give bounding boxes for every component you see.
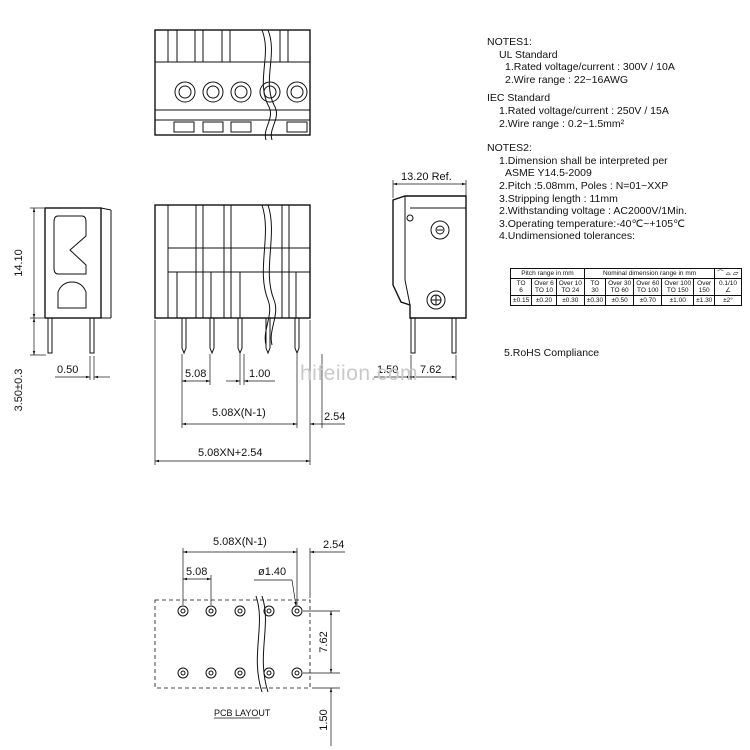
dim-pitch: 5.08 bbox=[185, 368, 206, 380]
dim-side-offset: 1.50 bbox=[377, 364, 398, 376]
front-dims: 5.08 1.00 5.08X(N-1) 2.54 5.08XN+2.54 bbox=[154, 320, 345, 465]
tol-value: ±1.00 bbox=[661, 295, 695, 306]
pcb-hole-row-2 bbox=[177, 667, 303, 679]
tol-value: ±0.70 bbox=[633, 295, 663, 306]
top-screw-3 bbox=[230, 81, 252, 103]
right-upper-screw bbox=[430, 220, 450, 240]
pcb-dim-hole: ø1.40 bbox=[258, 566, 286, 578]
pcb-dim-pitch: 5.08 bbox=[186, 566, 207, 578]
tol-head-symbols: ⌒ ⌓ ⏥ bbox=[714, 268, 742, 279]
watermark: hifeiion.com bbox=[300, 362, 419, 385]
tol-value: ±0.15 bbox=[509, 295, 533, 306]
top-screw-1 bbox=[174, 81, 196, 103]
pcb-layout-title: PCB LAYOUT bbox=[214, 708, 271, 718]
tol-value: ±0.30 bbox=[555, 295, 585, 306]
right-side-view bbox=[392, 195, 467, 354]
iec-heading: IEC Standard bbox=[487, 92, 551, 105]
dim-pin: 1.00 bbox=[249, 368, 270, 380]
notes2-item: 4.Undimensioned tolerances: bbox=[499, 230, 635, 243]
pcb-dims: 5.08X(N-1) 2.54 5.08 ø1.40 7.62 1.50 PCB… bbox=[182, 536, 345, 746]
rohs-note: 5.RoHS Compliance bbox=[504, 347, 600, 359]
dim-total: 5.08XN+2.54 bbox=[198, 447, 263, 459]
dim-row-spacing: 7.62 bbox=[420, 364, 441, 376]
front-pin-1 bbox=[181, 318, 187, 355]
front-view bbox=[154, 204, 311, 355]
tol-head-nominal: Nominal dimension range in mm bbox=[583, 268, 716, 279]
front-pin-2 bbox=[209, 318, 215, 355]
front-pin-4 bbox=[265, 318, 271, 355]
pcb-dim-edge: 1.50 bbox=[318, 709, 330, 730]
tol-value: ±0.30 bbox=[583, 295, 607, 306]
notes1-heading: NOTES1: bbox=[487, 36, 532, 48]
dim-pin-length: 3.50±0.3 bbox=[13, 369, 25, 412]
top-screw-5 bbox=[286, 81, 308, 103]
tol-cell: 0.1/10∠ bbox=[714, 278, 742, 296]
left-dims: 14.10 3.50±0.3 0.50 bbox=[13, 207, 110, 412]
pcb-dim-end-offset: 2.54 bbox=[323, 539, 344, 551]
notes2-item: 2.Pitch :5.08mm, Poles : N=01~XXP bbox=[499, 179, 669, 192]
notes-panel: NOTES1: UL Standard 1.Rated voltage/curr… bbox=[487, 36, 749, 243]
dim-span: 5.08X(N-1) bbox=[212, 407, 266, 419]
dim-pin-width: 0.50 bbox=[57, 364, 78, 376]
ul-heading: UL Standard bbox=[499, 48, 558, 61]
front-pin-5 bbox=[294, 318, 300, 355]
pcb-hole-row-1 bbox=[177, 605, 303, 617]
right-dims: 13.20 Ref. 1.50 7.62 bbox=[374, 171, 467, 380]
notes2-item: 1.Dimension shall be interpreted per bbox=[499, 154, 668, 167]
left-side-view bbox=[44, 207, 112, 354]
iec-item: 1.Rated voltage/current : 250V / 15A bbox=[499, 104, 669, 117]
dim-height: 14.10 bbox=[13, 249, 25, 277]
tol-value: ±0.50 bbox=[605, 295, 635, 306]
notes2-item: 3.Stripping length : 11mm bbox=[499, 192, 618, 205]
pcb-dim-row-spacing: 7.62 bbox=[318, 631, 330, 652]
tolerance-table: Pitch range in mm Nominal dimension rang… bbox=[509, 268, 742, 306]
top-screw-2 bbox=[202, 81, 224, 103]
right-lower-screw bbox=[426, 290, 446, 310]
tol-head-pitch: Pitch range in mm bbox=[510, 268, 585, 279]
notes2-item: 3.Operating temperature:-40℃~+105℃ bbox=[499, 217, 685, 230]
notes2-item: ASME Y14.5-2009 bbox=[505, 167, 592, 180]
tol-value: ±0.20 bbox=[531, 295, 557, 306]
iec-item: 2.Wire range : 0.2~1.5mm² bbox=[499, 117, 625, 130]
notes2-heading: NOTES2: bbox=[487, 142, 532, 155]
ul-item: 1.Rated voltage/current : 300V / 10A bbox=[505, 61, 675, 74]
tol-value: ±2° bbox=[714, 295, 742, 306]
pcb-dim-span: 5.08X(N-1) bbox=[213, 536, 267, 548]
top-view bbox=[154, 29, 311, 141]
notes2-item: 2.Withstanding voltage : AC2000V/1Min. bbox=[499, 205, 687, 218]
ul-item: 2.Wire range : 22~16AWG bbox=[505, 73, 629, 86]
front-pin-3 bbox=[237, 318, 243, 355]
tol-value: ±1.30 bbox=[693, 295, 716, 306]
dim-ref-width: 13.20 Ref. bbox=[401, 171, 452, 183]
pcb-layout bbox=[154, 595, 311, 693]
dim-end-offset: 2.54 bbox=[324, 411, 345, 423]
